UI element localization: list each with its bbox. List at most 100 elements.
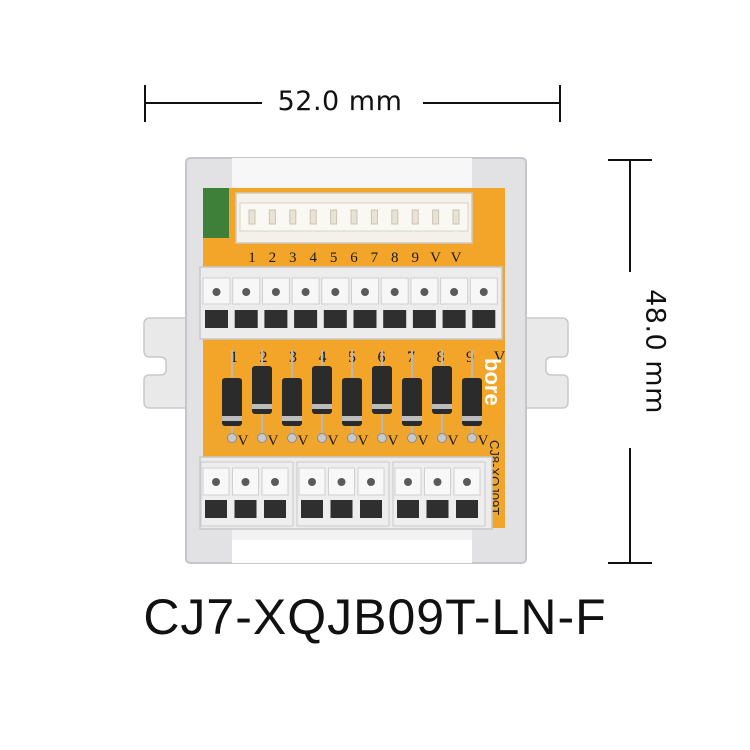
terminal-screw: [420, 288, 429, 296]
terminal-wire-entry: [330, 500, 353, 518]
solder-pad: [467, 433, 477, 443]
terminal-wire-entry: [426, 500, 449, 518]
terminal-wire-entry: [301, 500, 323, 518]
diode-band: [462, 416, 482, 421]
connector-pin: [370, 209, 378, 225]
terminal-screw: [242, 288, 251, 296]
terminal-wire-entry: [353, 310, 377, 328]
bottom-terminal-block: [199, 456, 493, 530]
terminal-wire-entry: [412, 310, 436, 328]
diode-label: 9: [466, 349, 474, 366]
terminal-screw: [271, 288, 280, 296]
diode-v-label: V: [358, 433, 369, 449]
header-connector: [235, 192, 473, 244]
diode-v-label: V: [448, 433, 459, 449]
terminal-wire-entry: [205, 500, 227, 518]
terminal-screw-slot: [351, 277, 379, 305]
connector-pin-label: 1: [248, 250, 256, 266]
terminal-screw: [212, 288, 221, 296]
connector-pin: [268, 209, 276, 225]
terminal-screw: [390, 288, 399, 296]
top-terminal-block: [199, 266, 503, 340]
diode-body: [432, 366, 452, 414]
diode-band: [402, 416, 422, 421]
terminal-screw: [308, 478, 316, 486]
connector-pin-label: 6: [350, 250, 358, 266]
terminal-screw: [367, 478, 375, 486]
brand-logo-text: bore: [480, 358, 505, 406]
connector-pin: [309, 209, 317, 225]
connector-pin: [411, 209, 419, 225]
diode-body: [372, 366, 392, 414]
terminal-screw: [241, 478, 250, 486]
terminal-wire-entry: [323, 310, 347, 328]
diode-label: 1: [230, 349, 238, 366]
connector-pin: [289, 209, 297, 225]
diode-v-label: V: [418, 433, 429, 449]
terminal-screw: [361, 288, 369, 296]
terminal-wire-entry: [442, 310, 466, 328]
solder-pad: [257, 433, 267, 443]
connector-pin-label: 5: [330, 250, 338, 266]
diode-v-label: V: [238, 433, 249, 449]
terminal-wire-entry: [264, 310, 288, 328]
connector-pin-label: 3: [289, 250, 297, 266]
terminal-wire-entry: [205, 310, 228, 328]
solder-pad: [437, 433, 447, 443]
terminal-screw: [463, 478, 471, 486]
width-dimension-label: 52.0 mm: [277, 86, 403, 117]
diode-band: [252, 404, 272, 409]
terminal-wire-entry: [472, 310, 496, 328]
height-dimension-line: [608, 159, 652, 564]
terminal-wire-entry: [294, 310, 318, 328]
connector-pin: [330, 209, 338, 225]
connector-pin-label: 2: [269, 250, 277, 266]
connector-pin-label: 8: [391, 250, 399, 266]
connector-pin-label: 4: [309, 250, 317, 266]
connector-pin-label: V: [451, 250, 462, 266]
diode-band: [282, 416, 302, 421]
terminal-wire-entry: [360, 500, 382, 518]
solder-pad: [347, 433, 357, 443]
model-name: CJ7-XQJB09T-LN-F: [143, 589, 607, 645]
diode-body: [252, 366, 272, 414]
terminal-screw: [479, 288, 488, 296]
diode-label: 8: [437, 349, 445, 366]
solder-pad: [227, 433, 237, 443]
connector-pin: [350, 209, 358, 225]
terminal-screw: [433, 478, 442, 486]
diode-body: [222, 378, 242, 426]
diode-band: [372, 404, 392, 409]
terminal-wire-entry: [234, 310, 258, 328]
connector-pin: [391, 209, 399, 225]
connector-pin-label: 9: [411, 250, 419, 266]
diode-body: [342, 378, 362, 426]
connector-pin: [432, 209, 440, 225]
solder-pad: [377, 433, 387, 443]
diode-v-label: V: [268, 433, 279, 449]
terminal-screw: [271, 478, 279, 486]
diode-body: [402, 378, 422, 426]
diode-label: 2: [260, 349, 268, 366]
diode-v-label: V: [478, 433, 489, 449]
terminal-screw: [331, 288, 340, 296]
terminal-wire-entry: [234, 500, 257, 518]
diode-body: [462, 378, 482, 426]
terminal-wire-entry: [383, 310, 407, 328]
connector-pin-label: 7: [371, 250, 379, 266]
terminal-screw-slot: [202, 467, 230, 496]
diode-body: [312, 366, 332, 414]
connector-pin: [248, 209, 256, 225]
solder-pad: [317, 433, 327, 443]
connector-pin: [452, 209, 460, 225]
solder-pad: [407, 433, 417, 443]
diode-band: [222, 416, 242, 421]
diode-band: [432, 404, 452, 409]
terminal-screw: [404, 478, 412, 486]
diode-band: [312, 404, 332, 409]
diode-label: V: [494, 349, 506, 366]
terminal-screw: [450, 288, 459, 296]
